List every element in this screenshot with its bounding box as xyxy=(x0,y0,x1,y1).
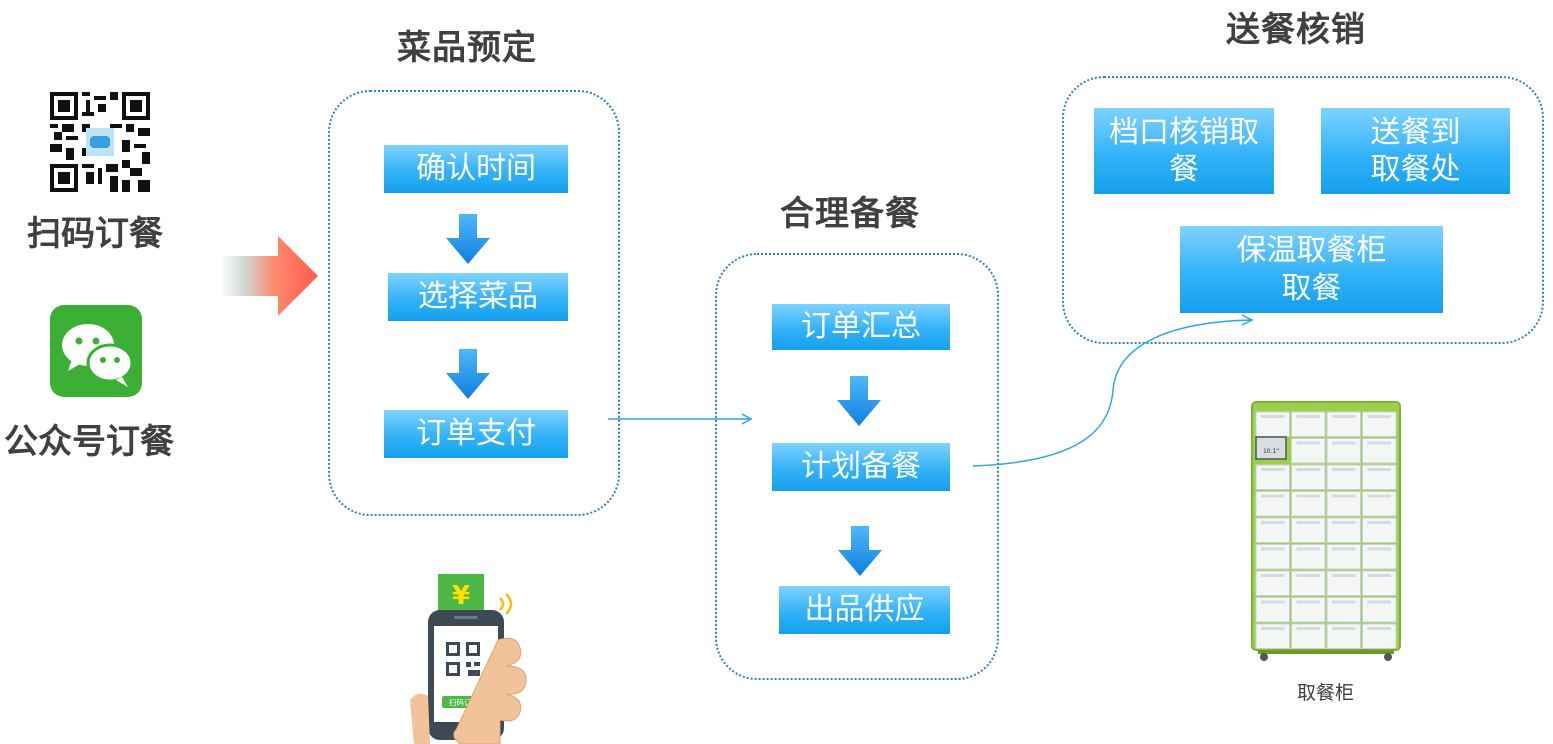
food-locker-illustration: 10.1" xyxy=(1251,401,1401,661)
locker-cell-handle xyxy=(1261,627,1285,630)
locker-cell-handle xyxy=(1367,494,1391,498)
booking-group xyxy=(328,90,620,516)
scan-order-label: 扫码订餐 xyxy=(27,214,163,254)
order-summary-step: 订单汇总 xyxy=(772,304,950,350)
locker-cell-handle xyxy=(1296,468,1320,471)
confirm-time-step: 确认时间 xyxy=(384,145,568,193)
delivery-group xyxy=(1062,76,1544,344)
down-arrow-icon xyxy=(446,349,490,399)
heated-cabinet-option: 保温取餐柜 取餐 xyxy=(1180,226,1443,313)
locker-cell-handle xyxy=(1261,494,1285,498)
locker-cell-handle xyxy=(1332,521,1356,524)
locker-cell-handle xyxy=(1296,547,1320,551)
locker-cell-handle xyxy=(1296,441,1320,445)
locker-cell-handle xyxy=(1332,627,1356,630)
locker-cell-handle xyxy=(1296,415,1320,418)
order-payment-step: 订单支付 xyxy=(384,410,568,458)
locker-cell-handle xyxy=(1296,494,1320,498)
locker-cell-handle xyxy=(1296,521,1320,524)
wechat-icon xyxy=(50,305,142,397)
locker-cell-handle xyxy=(1367,415,1391,418)
locker-cell-handle xyxy=(1261,415,1285,418)
locker-cell-handle xyxy=(1296,627,1320,630)
locker-cell-handle xyxy=(1261,574,1285,577)
locker-cell-handle xyxy=(1367,574,1391,577)
scan-button-label: 扫码订单 xyxy=(449,697,479,707)
phone-payment-illustration: ¥ 扫码订单 xyxy=(410,574,527,744)
meal-prep-heading: 合理备餐 xyxy=(780,194,920,234)
locker-cell-handle xyxy=(1367,627,1391,630)
locker-cell-handle xyxy=(1332,415,1356,418)
locker-cell-handle xyxy=(1332,600,1356,604)
down-arrow-icon xyxy=(838,526,882,576)
locker-cell-handle xyxy=(1261,547,1285,551)
currency-symbol: ¥ xyxy=(452,581,470,611)
flow-arrow-icon xyxy=(220,236,318,316)
down-arrow-icon xyxy=(446,214,490,264)
official-account-order-label: 公众号订餐 xyxy=(4,422,174,462)
locker-cell-handle xyxy=(1296,600,1320,604)
locker-cell-handle xyxy=(1367,547,1391,551)
locker-cell-handle xyxy=(1332,494,1356,498)
qr-code-icon xyxy=(50,92,150,192)
delivery-verification-heading: 送餐核销 xyxy=(1226,10,1366,50)
locker-screen-label: 10.1" xyxy=(1263,448,1279,455)
locker-cell-handle xyxy=(1332,468,1356,471)
locker-cell-handle xyxy=(1261,521,1285,524)
locker-cell-handle xyxy=(1367,441,1391,445)
locker-cell-handle xyxy=(1332,574,1356,577)
delivery-point-option: 送餐到 取餐处 xyxy=(1321,108,1510,194)
locker-cell-handle xyxy=(1367,521,1391,524)
locker-cell-handle xyxy=(1332,441,1356,445)
locker-cell-handle xyxy=(1296,574,1320,577)
serve-dishes-step: 出品供应 xyxy=(779,586,950,634)
locker-cell-handle xyxy=(1367,468,1391,471)
select-dishes-step: 选择菜品 xyxy=(388,273,568,321)
locker-cells xyxy=(1255,411,1397,649)
plan-prep-step: 计划备餐 xyxy=(772,443,950,491)
locker-cell-handle xyxy=(1367,600,1391,604)
locker-cell-handle xyxy=(1332,547,1356,551)
menu-booking-heading: 菜品预定 xyxy=(397,28,537,68)
locker-caption: 取餐柜 xyxy=(1297,682,1355,704)
down-arrow-icon xyxy=(837,376,881,426)
locker-cell-handle xyxy=(1261,468,1285,471)
locker-cell-handle xyxy=(1261,600,1285,604)
counter-pickup-option: 档口核销取 餐 xyxy=(1094,108,1274,194)
